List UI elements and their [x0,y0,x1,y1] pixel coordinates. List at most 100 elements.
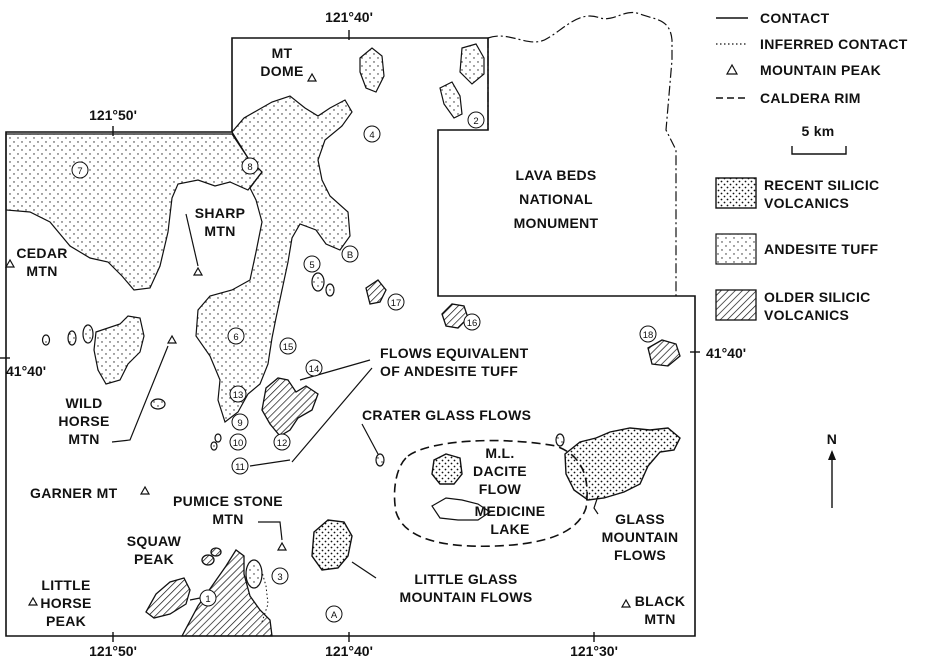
marker-10: 10 [229,433,247,451]
wild-horse-label-2: HORSE [58,413,109,429]
marker-8: 8 [241,157,259,175]
wild-horse-peak-icon [166,334,178,344]
sharp-leader [185,213,199,267]
svg-text:9: 9 [237,418,242,429]
tuff-patch-m [214,433,222,443]
pumice-leader [258,521,283,541]
coord-lat-right: 41°40' [706,345,746,361]
lava-beds-boundary [487,12,677,296]
marker-11-leader [249,459,291,467]
svg-text:10: 10 [233,438,244,449]
sharp-mtn-label-2: MTN [204,223,235,239]
svg-text:A: A [331,610,338,621]
legend-scale-bar [791,146,847,155]
legend-older-swatch [715,289,757,321]
pumice-label-1: PUMICE STONE [173,493,283,509]
tuff-patch-f [67,330,77,346]
medicine-lake-label-2: LAKE [490,521,529,537]
svg-text:4: 4 [369,130,374,141]
lava-beds-label-1: LAVA BEDS [516,167,597,183]
tuff-wild-horse-unit [93,315,145,385]
cedar-mtn-label-1: CEDAR [16,245,67,261]
svg-text:3: 3 [277,572,282,583]
squaw-label-1: SQUAW [127,533,182,549]
legend-tuff-label: ANDESITE TUFF [764,241,878,257]
cedar-mtn-peak-icon [4,258,16,268]
medicine-lake-dacite-flow [431,453,463,485]
legend-recent-label-1: RECENT SILICIC [764,177,879,193]
tuff-patch-n [210,441,218,451]
marker-5: 5 [303,255,321,273]
flows-equivalent-label-2: OF ANDESITE TUFF [380,363,518,379]
svg-text:2: 2 [473,116,478,127]
svg-text:17: 17 [391,298,402,309]
cedar-mtn-label-2: MTN [26,263,57,279]
older-south-flow [180,549,273,637]
coord-top: 121°40' [325,9,373,25]
legend-peak-label: MOUNTAIN PEAK [760,62,881,78]
tuff-patch-d [311,272,325,292]
north-label: N [827,431,837,447]
coord-lat-left: 41°40' [6,363,46,379]
sharp-mtn-peak-icon [192,266,204,276]
little-horse-peak-icon [27,596,39,606]
svg-text:5: 5 [309,260,314,271]
legend: CONTACT INFERRED CONTACT MOUNTAIN PEAK C… [715,10,907,323]
tuff-north-patch-c [439,81,463,119]
coord-bottom-3: 121°30' [570,643,618,659]
svg-text:11: 11 [235,462,245,473]
older-squaw [201,554,215,566]
mt-dome-label-1: MT [272,45,293,61]
legend-older-label-1: OLDER SILICIC [764,289,871,305]
coord-bottom-1: 121°50' [89,643,137,659]
black-mtn-label-2: MTN [644,611,675,627]
garner-peak-icon [139,485,151,495]
legend-older-label-2: VOLCANICS [764,307,849,323]
marker-6: 6 [227,327,245,345]
little-glass-label-2: MOUNTAIN FLOWS [399,589,532,605]
marker-17: 17 [387,293,405,311]
older-southwest-flow [145,577,191,619]
crater-glass-label: CRATER GLASS FLOWS [362,407,531,423]
marker-3: 3 [271,567,289,585]
little-horse-label-3: PEAK [46,613,86,629]
marker-2: 2 [467,111,485,129]
tuff-patch-k [555,433,565,447]
pumice-peak-icon [276,541,288,551]
medicine-lake-label-1: MEDICINE [475,503,546,519]
lava-beds-label-2: NATIONAL [519,191,593,207]
flows-equivalent-label-1: FLOWS EQUIVALENT [380,345,529,361]
glass-mtn-label-1: GLASS [615,511,665,527]
tuff-patch-h [41,334,51,346]
marker-4: 4 [363,125,381,143]
glass-mtn-label-3: FLOWS [614,547,666,563]
marker-11: 11 [231,457,249,475]
ml-dacite-label-3: FLOW [479,481,522,497]
glass-mountain-flows [564,427,681,501]
svg-text:15: 15 [283,342,294,353]
garner-label: GARNER MT [30,485,118,501]
tuff-patch-e [325,283,335,297]
squaw-label-2: PEAK [134,551,174,567]
little-horse-label-1: LITTLE [41,577,90,593]
ml-dacite-label-1: M.L. [485,445,514,461]
wild-horse-label-1: WILD [66,395,103,411]
older-17 [365,279,387,305]
legend-contact-label: CONTACT [760,10,830,26]
marker-13: 13 [229,385,247,403]
marker-1: 1 [199,589,217,607]
legend-scale-label: 5 km [801,123,834,139]
legend-recent-label-2: VOLCANICS [764,195,849,211]
legend-recent-swatch [715,177,757,209]
legend-caldera-label: CALDERA RIM [760,90,861,106]
pumice-label-2: MTN [212,511,243,527]
tuff-patch-g [82,324,94,344]
mt-dome-peak-icon [306,72,318,82]
sharp-mtn-label-1: SHARP [195,205,246,221]
marker-12: 12 [273,433,291,451]
legend-tuff-swatch [715,233,757,265]
marker-15: 15 [279,337,297,355]
marker-18: 18 [639,325,657,343]
svg-text:13: 13 [233,390,244,401]
